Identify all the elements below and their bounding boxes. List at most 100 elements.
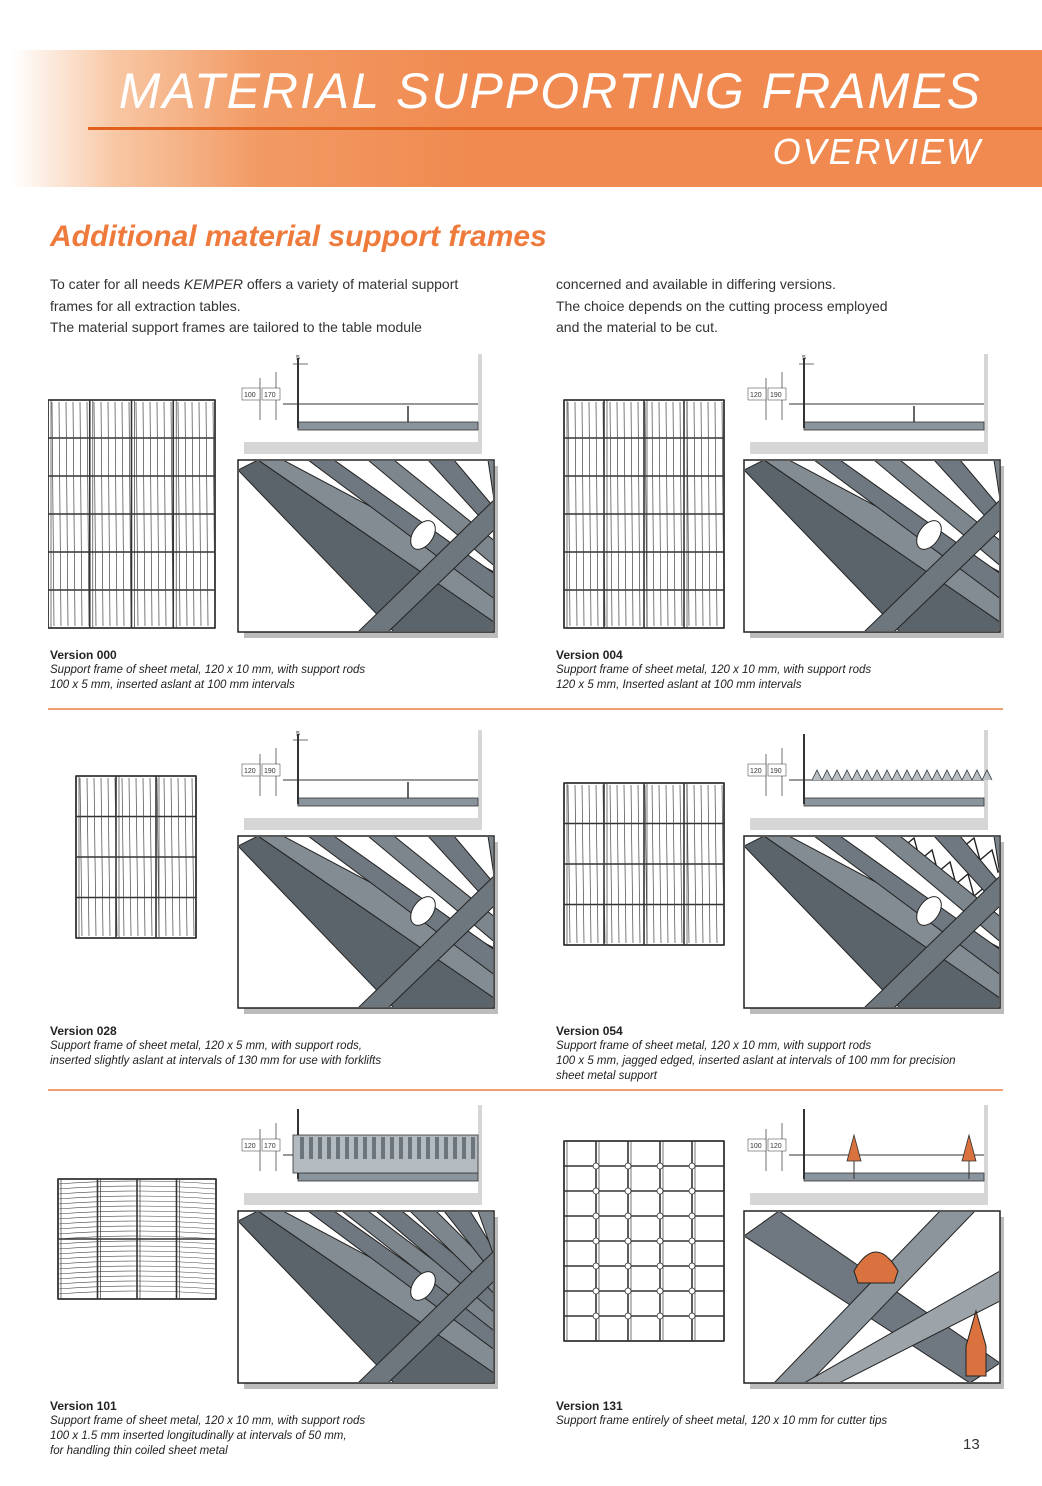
section-frame bbox=[803, 421, 985, 431]
frame-beam bbox=[358, 1251, 493, 1382]
plan-rod bbox=[679, 784, 683, 944]
plan-cutter-tip bbox=[624, 1237, 632, 1245]
section-rod-slot bbox=[354, 1137, 358, 1159]
plan-rod bbox=[198, 401, 202, 627]
plan-cutter-tip bbox=[688, 1287, 696, 1295]
plan-rod bbox=[602, 784, 606, 944]
section-rod-slot bbox=[471, 1137, 475, 1159]
dimension-label: 120 bbox=[750, 768, 762, 775]
plan-rod bbox=[665, 401, 669, 627]
plan-rod bbox=[100, 401, 104, 627]
plan-cutter-tip bbox=[624, 1187, 632, 1195]
support-rod bbox=[487, 461, 493, 497]
plan-rod bbox=[686, 401, 690, 627]
section-frame bbox=[297, 797, 479, 807]
plan-rod bbox=[57, 1215, 217, 1220]
plan-rod bbox=[57, 1260, 217, 1265]
plan-rod bbox=[686, 784, 690, 944]
perspective-contents bbox=[239, 461, 493, 631]
plan-cutter-tip bbox=[592, 1237, 600, 1245]
version-title: Version 101 bbox=[50, 1399, 117, 1413]
plan-cutter-tip bbox=[688, 1212, 696, 1220]
perspective-drawing bbox=[237, 459, 495, 633]
section-rod-slot bbox=[336, 1137, 340, 1159]
plan-rod bbox=[184, 777, 188, 937]
intro-line: The choice depends on the cutting proces… bbox=[556, 297, 888, 314]
page-number: 13 bbox=[963, 1436, 980, 1453]
plan-rod bbox=[170, 777, 174, 937]
plan-rod bbox=[637, 401, 641, 627]
plan-rod bbox=[86, 401, 90, 627]
plan-rod bbox=[644, 784, 648, 944]
plan-rod bbox=[707, 401, 711, 627]
plan-rod bbox=[700, 401, 704, 627]
plan-rod bbox=[609, 401, 613, 627]
plan-rod bbox=[177, 401, 181, 627]
rod-slot bbox=[410, 1271, 436, 1301]
plan-rod bbox=[93, 777, 97, 937]
section-frame bbox=[803, 1172, 985, 1182]
plan-rod bbox=[623, 401, 627, 627]
plan-rod bbox=[149, 777, 153, 937]
plan-rod bbox=[65, 401, 69, 627]
plan-rod bbox=[114, 777, 118, 937]
dimension-box bbox=[747, 387, 767, 401]
plan-cutter-tip bbox=[656, 1212, 664, 1220]
plan-rod bbox=[107, 401, 111, 627]
grid-plan-drawing bbox=[57, 1178, 217, 1300]
header-rule bbox=[88, 127, 1042, 130]
version-caption: Version 028 Support frame of sheet metal… bbox=[50, 1024, 510, 1069]
support-rod bbox=[376, 1212, 493, 1312]
plan-cutter-tip bbox=[592, 1287, 600, 1295]
plan-rod bbox=[128, 777, 132, 937]
dimension-label: 190 bbox=[770, 392, 782, 399]
plan-rod bbox=[114, 401, 118, 627]
support-beam bbox=[804, 1270, 999, 1382]
plan-rod bbox=[588, 401, 592, 627]
support-rod bbox=[934, 837, 999, 909]
plan-cutter-tip bbox=[592, 1262, 600, 1270]
plan-rod bbox=[57, 1275, 217, 1280]
plan-rod bbox=[602, 401, 606, 627]
plan-cutter-tip bbox=[656, 1162, 664, 1170]
plan-rod bbox=[57, 1240, 217, 1245]
plan-rod bbox=[177, 777, 181, 937]
rod-slot bbox=[916, 520, 942, 550]
version-title: Version 004 bbox=[556, 648, 623, 662]
header-banner bbox=[12, 50, 1042, 187]
intro-line: frames for all extraction tables. bbox=[50, 297, 241, 314]
dimension-box bbox=[767, 387, 787, 401]
plan-rod bbox=[574, 784, 578, 944]
dimension-label: 170 bbox=[264, 1143, 276, 1150]
plan-cutter-tip bbox=[592, 1312, 600, 1320]
dimension-box bbox=[767, 763, 787, 777]
frame-beam bbox=[864, 500, 999, 631]
plan-rod bbox=[57, 1285, 217, 1290]
frame-beam bbox=[358, 876, 493, 1007]
plan-cutter-tip bbox=[656, 1287, 664, 1295]
intro-line: concerned and available in differing ver… bbox=[556, 276, 836, 292]
plan-rod bbox=[57, 1270, 217, 1275]
plan-rod bbox=[57, 1255, 217, 1260]
version-title: Version 131 bbox=[556, 1399, 623, 1413]
plan-rod bbox=[672, 401, 676, 627]
plan-rod bbox=[57, 1290, 217, 1295]
plan-rod bbox=[616, 401, 620, 627]
dimension-box bbox=[747, 763, 767, 777]
plan-rod bbox=[651, 784, 655, 944]
frame-beam bbox=[358, 500, 493, 631]
dimension-box bbox=[261, 387, 281, 401]
plan-cutter-tip bbox=[624, 1162, 632, 1170]
section-rod-slot bbox=[435, 1137, 439, 1159]
plan-rod bbox=[57, 1205, 217, 1210]
plan-rod bbox=[57, 1225, 217, 1230]
intro-line: To cater for all needs KEMPER offers a v… bbox=[50, 276, 459, 292]
support-rod bbox=[934, 461, 999, 533]
plan-cutter-tip bbox=[688, 1187, 696, 1195]
section-rod-slot bbox=[318, 1137, 322, 1159]
